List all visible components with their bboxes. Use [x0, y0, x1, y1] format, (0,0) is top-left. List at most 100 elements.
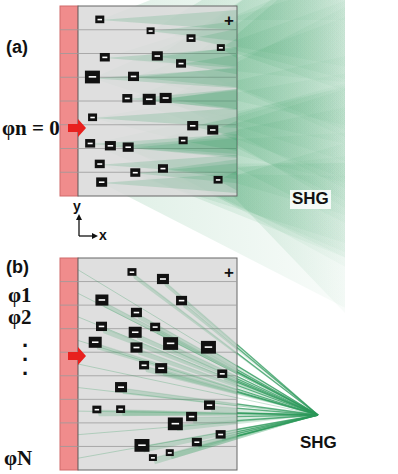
shg-beam [161, 369, 318, 415]
dipole-mark [205, 346, 213, 348]
dipole-mark [118, 386, 124, 388]
label: SHG [298, 434, 339, 453]
dipole-mark [179, 300, 185, 302]
shg-beam [182, 301, 318, 415]
nanocrystal [116, 405, 125, 413]
nanocrystal [96, 322, 107, 331]
nanocrystal [129, 327, 142, 338]
shg-cone [163, 159, 237, 179]
nanocrystal [122, 94, 132, 103]
nanocrystal [130, 168, 140, 177]
dipole-mark [160, 168, 165, 170]
dipole-mark [88, 143, 93, 145]
dipole-mark [163, 97, 169, 99]
dipole-mark [131, 76, 137, 78]
nanocrystal [187, 34, 196, 42]
shg-beam [136, 313, 318, 415]
nanocrystal [88, 113, 97, 121]
dipole-mark [133, 172, 138, 174]
label: φn = 0 [2, 117, 60, 140]
dipole-mark [99, 299, 106, 301]
shg-cone [100, 10, 237, 30]
nanocrystal [85, 139, 95, 148]
axes [76, 214, 98, 239]
dipole-mark [98, 19, 103, 21]
nanocrystal [163, 337, 178, 350]
grid-lines [60, 30, 237, 173]
dipole-mark [134, 312, 140, 314]
nanocrystal [123, 142, 134, 151]
label: φ2 [8, 306, 32, 329]
label: (b) [6, 258, 29, 278]
shg-beam [78, 364, 318, 415]
nanocrystal [214, 176, 223, 184]
beam-cones [90, 10, 237, 193]
nanocrystal [150, 323, 160, 332]
nanocrystal [143, 94, 156, 105]
dipole-mark [99, 326, 105, 328]
shg-beam [78, 415, 318, 458]
dipole-mark [125, 146, 131, 148]
focused-beams [78, 270, 318, 464]
crystal-box [78, 258, 237, 470]
shg-cone [127, 89, 237, 109]
nanocrystal [134, 439, 149, 452]
label: + [224, 12, 234, 31]
nanocrystal [216, 430, 226, 439]
nanocrystal [105, 141, 116, 150]
nanocrystal [192, 438, 202, 447]
dipole-mark [142, 364, 147, 366]
dipole-mark [97, 163, 102, 165]
dipole-mark [133, 347, 139, 349]
nanocrystal [152, 51, 163, 60]
dipole-mark [132, 331, 139, 333]
shg-beam [78, 270, 318, 415]
dipole-mark [108, 145, 114, 147]
dipole-mark [158, 367, 164, 369]
nanocrystal [168, 417, 183, 430]
dipole-mark [89, 76, 97, 78]
shg-beam [78, 340, 318, 415]
nanocrystal [89, 337, 102, 348]
label: (a) [6, 38, 28, 58]
nanocrystal [127, 268, 136, 276]
dipole-mark [168, 452, 172, 454]
shg-cone [191, 29, 237, 49]
nanocrystal [131, 308, 142, 317]
nanocrystal [115, 382, 127, 392]
nanocrystal [179, 137, 188, 145]
dipole-mark [99, 181, 105, 183]
slm-strip [60, 258, 78, 470]
nanocrystal [166, 449, 174, 456]
shg-beam [78, 293, 318, 415]
dipole-mark [189, 416, 195, 418]
dipole-mark [118, 409, 123, 411]
grid-line [60, 305, 237, 306]
shg-cone [93, 108, 237, 128]
dipole-mark [190, 125, 196, 127]
nanocrystal [139, 361, 149, 370]
nanocrystal [157, 274, 169, 284]
shg-beam [78, 317, 318, 415]
dipole-mark [189, 38, 194, 40]
nanocrystal [160, 93, 172, 103]
nanocrystal [92, 406, 101, 414]
dipole-mark [149, 30, 153, 32]
nanocrystal [217, 369, 227, 378]
dipole-mark [218, 434, 223, 436]
label: x [99, 228, 107, 243]
nanocrystal [95, 295, 108, 306]
shg-beam [153, 415, 318, 464]
nanocrystal [149, 454, 157, 461]
nanocrystal [201, 341, 216, 354]
dipole-mark [219, 47, 223, 49]
nanocrystals [85, 16, 225, 187]
nanocrystal [95, 16, 104, 24]
nanocrystal [176, 59, 186, 68]
label: + [224, 264, 234, 283]
nanocrystal [207, 125, 218, 134]
grid-line [60, 281, 237, 282]
dipole-mark [90, 117, 95, 119]
nanocrystal [100, 53, 110, 62]
